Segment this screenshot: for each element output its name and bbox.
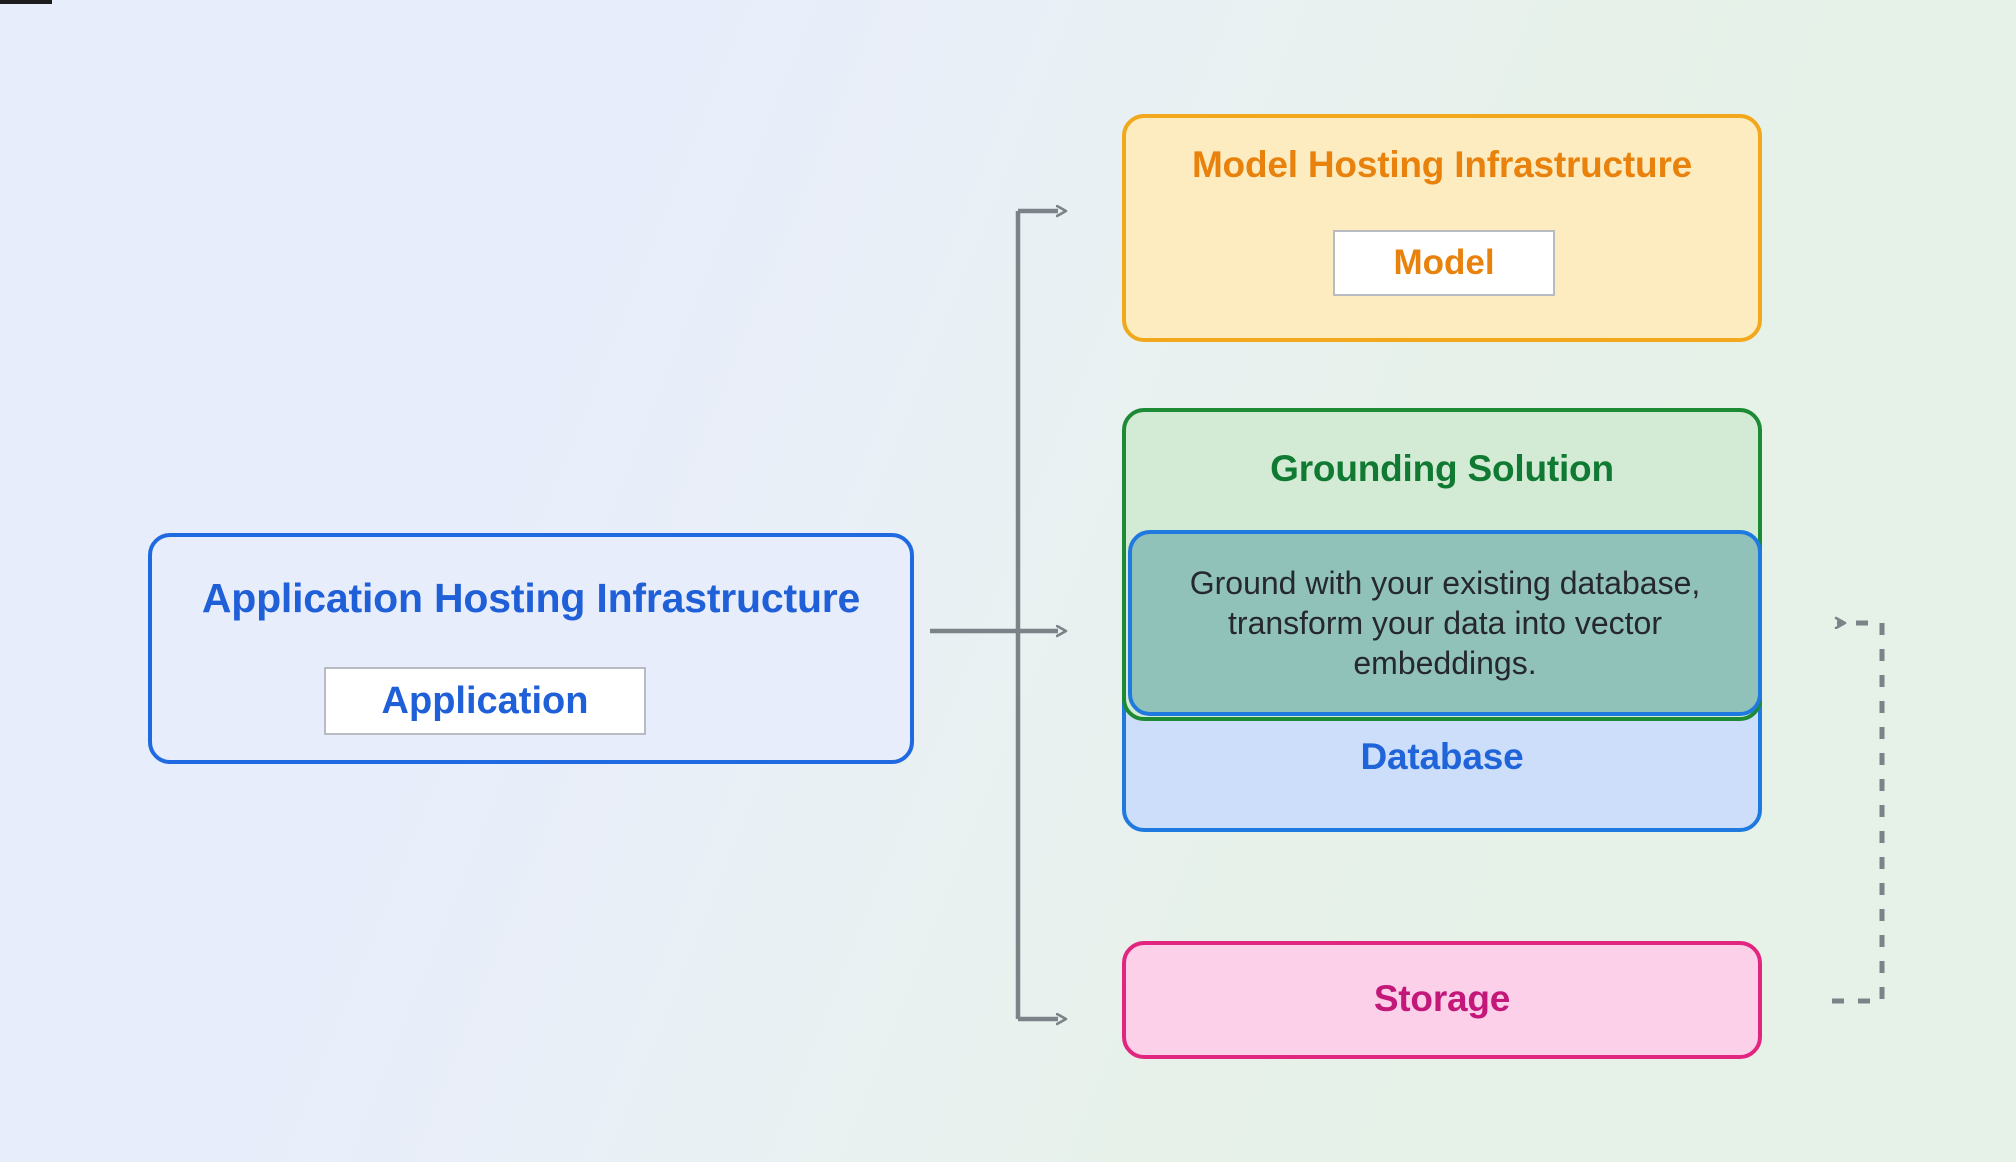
storage-title: Storage [1373,978,1511,1019]
grounding-note-text: Ground with your existing database, tran… [1189,565,1701,681]
chip-model[interactable]: Model [1333,230,1555,296]
model-hosting-title: Model Hosting Infrastructure [1191,144,1693,185]
grounding-note-callout[interactable]: Ground with your existing database, tran… [1128,530,1762,716]
node-model-hosting-infrastructure[interactable]: Model Hosting Infrastructure Model [1122,114,1762,342]
grounding-solution-title: Grounding Solution [1270,448,1614,489]
chip-application[interactable]: Application [324,667,646,735]
crop-artifact [0,0,52,4]
connector-dashed-path [1832,623,1885,1004]
node-application-hosting-infrastructure[interactable]: Application Hosting Infrastructure Appli… [148,533,914,764]
connector-dashed-return [1832,623,1885,1004]
application-hosting-title: Application Hosting Infrastructure [201,575,861,621]
connector-solid-branch [930,211,1058,1019]
node-storage[interactable]: Storage [1122,941,1762,1059]
database-title: Database [1360,736,1524,777]
